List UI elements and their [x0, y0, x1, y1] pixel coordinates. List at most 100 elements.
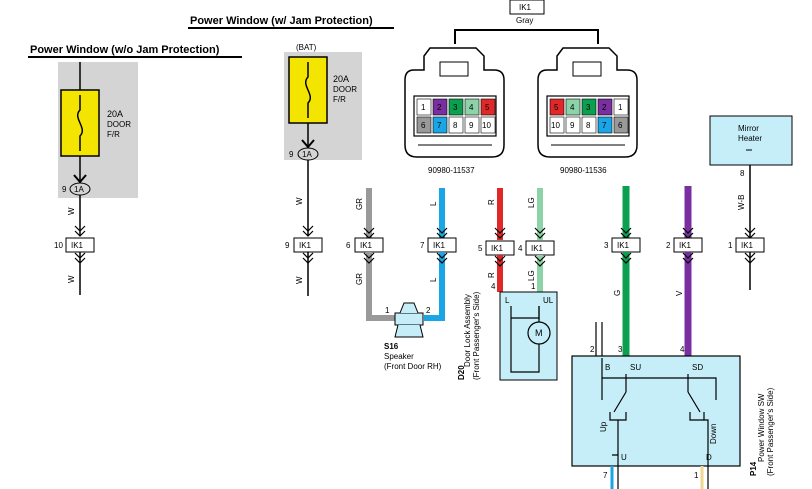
- pin-number: 8: [740, 169, 745, 178]
- pin-number: 5: [485, 103, 490, 112]
- pin-number: 2: [437, 103, 442, 112]
- title-without-jam: Power Window (w/o Jam Protection): [30, 44, 220, 56]
- switch-terminal: SU: [630, 363, 641, 372]
- wire-label: W: [295, 276, 304, 284]
- speaker-code: S16: [384, 342, 399, 351]
- connector-face-left: 1 2 3 4 5 6 7 8 9 10: [404, 47, 505, 158]
- pin-number: 10: [54, 241, 63, 250]
- pin-number: 5: [554, 103, 559, 112]
- pin-number: 6: [421, 121, 426, 130]
- pin-number: 1: [728, 241, 733, 250]
- pin-number: 7: [420, 241, 425, 250]
- door-lock-terminal: UL: [543, 296, 554, 305]
- pin-number: 9: [62, 185, 67, 194]
- pin-number: 6: [618, 121, 623, 130]
- ik1-label: IK1: [360, 241, 373, 250]
- pin-number: 4: [491, 282, 496, 291]
- ik1-label: IK1: [741, 241, 754, 250]
- pin-number: 2: [426, 306, 431, 315]
- speaker-location: (Front Door RH): [384, 362, 442, 371]
- pin-number: 10: [551, 121, 560, 130]
- switch-name: Power Window SW: [757, 393, 766, 462]
- wire-label: LG: [527, 197, 536, 208]
- pin-number: 1: [421, 103, 426, 112]
- switch-terminal: D: [706, 453, 712, 462]
- switch-terminal: SD: [692, 363, 703, 372]
- ik1-label: IK1: [519, 3, 532, 12]
- door-lock-terminal: L: [505, 296, 510, 305]
- switch-terminal: U: [621, 453, 627, 462]
- pin-number: 8: [586, 121, 591, 130]
- wire-label: W: [295, 197, 304, 205]
- pin-number: 6: [346, 241, 351, 250]
- pin-number: 1: [385, 306, 390, 315]
- wire-label: W: [67, 275, 76, 283]
- mirror-heater-label: Mirror: [738, 124, 759, 133]
- ik1-label: IK1: [71, 241, 84, 250]
- pin-number: 4: [469, 103, 474, 112]
- mirror-heater-label: Heater: [738, 134, 762, 143]
- wire-label: LG: [527, 270, 536, 281]
- part-number: 90980-11536: [560, 166, 607, 175]
- pin-number: 3: [618, 345, 623, 354]
- connector-label: 1A: [302, 150, 312, 159]
- door-lock-location: (Front Passenger's Side): [472, 291, 481, 380]
- pin-number: 9: [285, 241, 290, 250]
- ik1-label: IK1: [617, 241, 630, 250]
- wire-label: GR: [355, 273, 364, 285]
- pin-number: 2: [602, 103, 607, 112]
- wire-label: V: [675, 290, 684, 296]
- wire-label: W-B: [737, 195, 746, 210]
- pin-number: 9: [289, 150, 294, 159]
- ik1-label: IK1: [491, 244, 504, 253]
- wire-label: R: [487, 199, 496, 205]
- wire-l: [424, 252, 445, 321]
- switch-location: (Front Passenger's Side): [766, 387, 775, 476]
- pin-number: 7: [603, 471, 608, 480]
- wire-label: G: [613, 290, 622, 296]
- speaker-name: Speaker: [384, 352, 414, 361]
- switch-code: P14: [749, 461, 758, 476]
- wire-label: W: [67, 207, 76, 215]
- junction-color: Gray: [516, 16, 533, 25]
- pin-number: 2: [590, 345, 595, 354]
- wire-label: L: [429, 201, 438, 206]
- part-number: 90980-11537: [428, 166, 475, 175]
- switch-direction: Up: [599, 421, 608, 432]
- fuse-name: DOOR: [333, 85, 357, 94]
- connector-face-right: 5 4 3 2 1 10 9 8 7 6: [537, 47, 638, 158]
- door-lock-code: D20: [457, 365, 466, 380]
- pin-number: 4: [518, 244, 523, 253]
- ik1-label: IK1: [531, 244, 544, 253]
- title-with-jam: Power Window (w/ Jam Protection): [190, 15, 373, 27]
- fuse-name: F/R: [333, 95, 346, 104]
- pin-number: 1: [531, 282, 536, 291]
- pin-number: 4: [680, 345, 685, 354]
- motor-label: M: [535, 328, 543, 338]
- pin-number: 7: [437, 121, 442, 130]
- switch-direction: Down: [709, 424, 718, 444]
- pin-number: 9: [570, 121, 575, 130]
- ik1-label: IK1: [679, 241, 692, 250]
- mirror-heater: [709, 115, 793, 166]
- wire-gr: [366, 252, 396, 321]
- wire-label: R: [487, 272, 496, 278]
- switch-contact: [613, 391, 627, 413]
- ik1-label: IK1: [433, 241, 446, 250]
- door-lock-name: Door Lock Assembly: [463, 294, 472, 367]
- ik1-label: IK1: [299, 241, 312, 250]
- pin-number: 2: [666, 241, 671, 250]
- wire-label: L: [429, 277, 438, 282]
- pin-number: 9: [469, 121, 474, 130]
- fuse-amp: 20A: [107, 109, 123, 119]
- power-window-switch: [571, 355, 741, 467]
- pin-number: 3: [604, 241, 609, 250]
- speaker-icon: [394, 302, 424, 338]
- wire-label: GR: [355, 198, 364, 210]
- pin-number: 8: [453, 121, 458, 130]
- pin-number: 5: [478, 244, 483, 253]
- switch-terminal: B: [605, 363, 610, 372]
- fuse-name: DOOR: [107, 120, 131, 129]
